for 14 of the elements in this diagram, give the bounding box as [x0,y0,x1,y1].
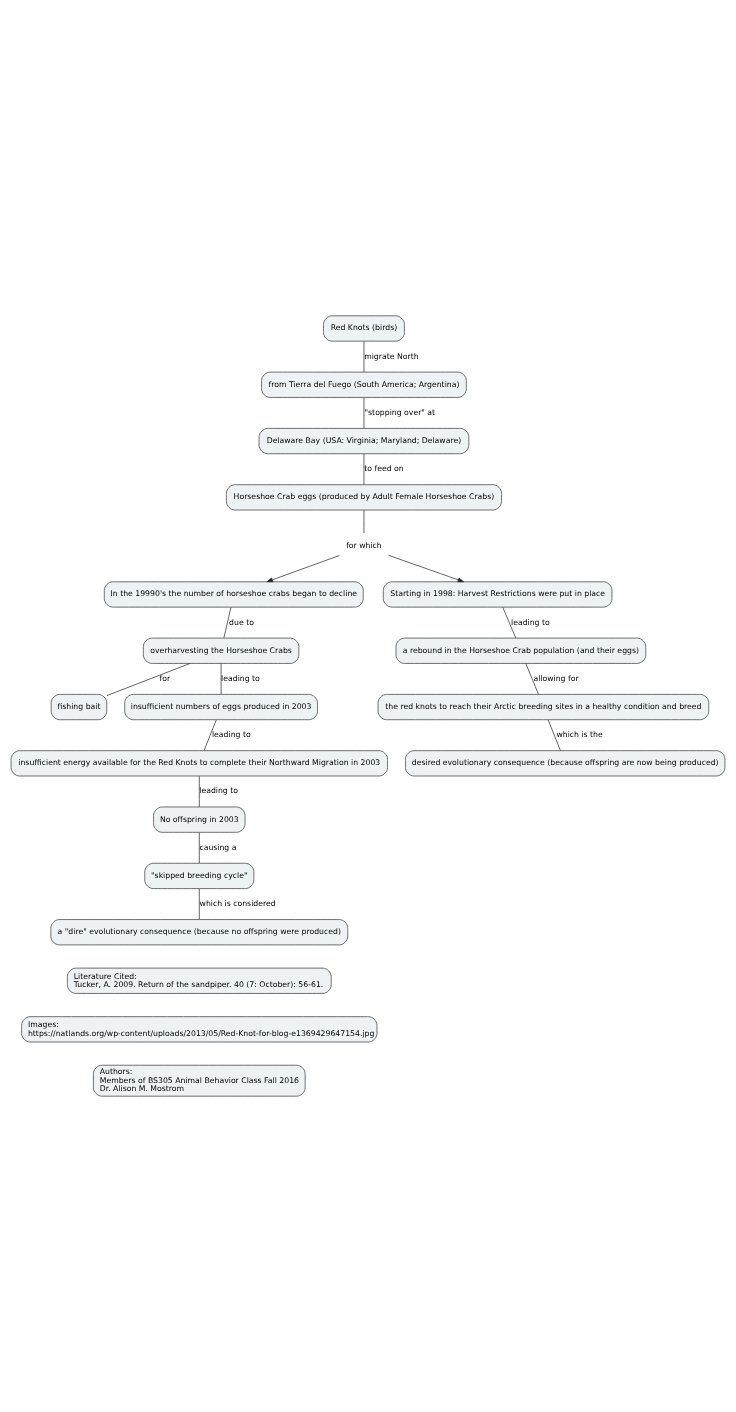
connector [203,719,217,751]
connector [502,607,517,639]
connector [525,663,539,695]
connector [363,453,365,485]
connector [198,832,200,864]
connector [220,663,222,695]
connector [363,397,365,429]
connector [223,607,232,639]
arrow [266,555,340,583]
connector [547,719,561,751]
connector [198,888,200,920]
arrow [388,554,465,583]
connector [198,775,200,808]
connector [106,663,191,696]
